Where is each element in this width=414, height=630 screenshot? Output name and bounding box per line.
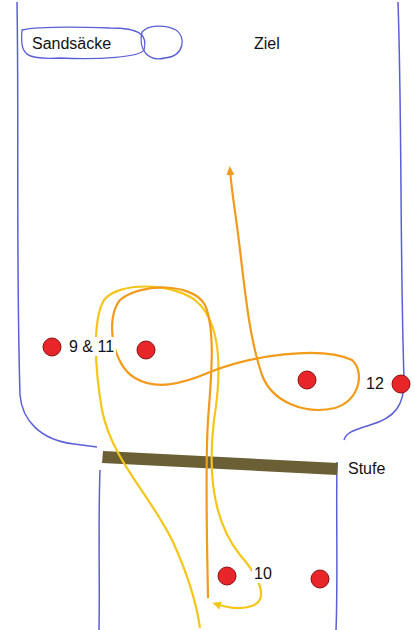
callout-number: 10 xyxy=(252,564,274,583)
red-markers xyxy=(43,338,410,588)
area-label: Ziel xyxy=(252,34,282,53)
callout-number: 9 & 11 xyxy=(67,337,116,356)
area-label: Sandsäcke xyxy=(30,34,113,53)
part-label: Stufe xyxy=(346,459,387,478)
orange-route xyxy=(112,170,359,598)
wall-left xyxy=(17,2,100,630)
callout-number: 12 xyxy=(364,374,386,393)
sandbags xyxy=(22,26,183,59)
yellow-route xyxy=(96,287,261,629)
wall-right xyxy=(336,2,404,630)
step-bar xyxy=(102,451,338,475)
